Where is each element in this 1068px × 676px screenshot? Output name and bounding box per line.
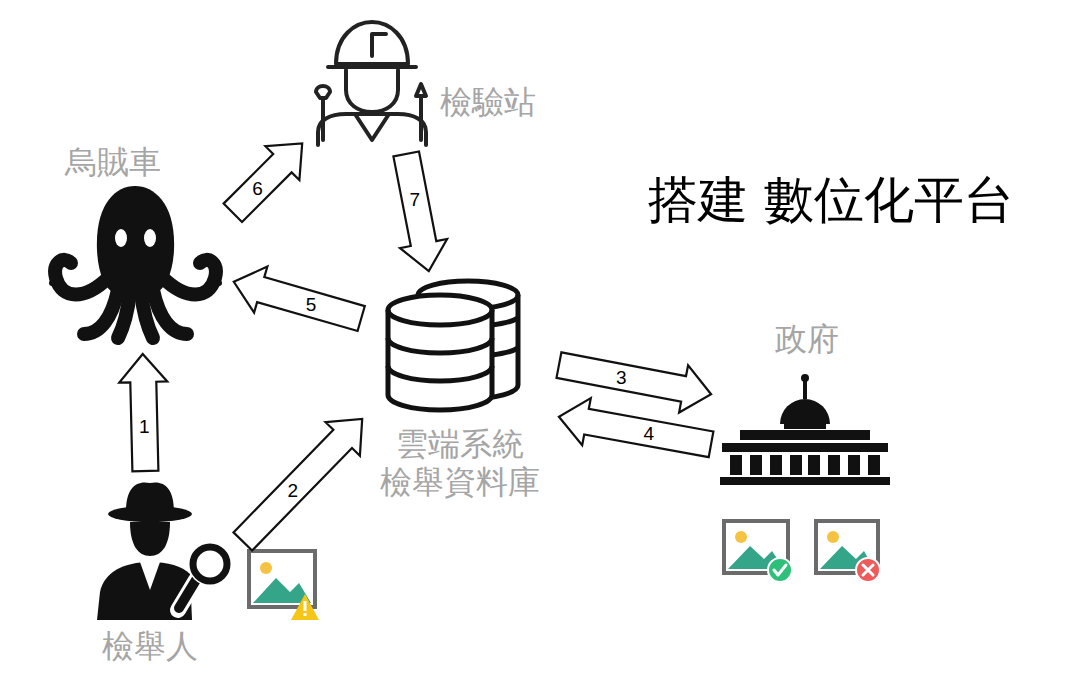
reporter-node: 檢舉人 [90,475,240,673]
node-label: 烏賊車 [65,143,161,181]
government-icon [720,374,890,485]
block-arrow [234,419,363,551]
block-arrow [224,143,303,222]
block-arrow [119,354,167,471]
database-icon [388,281,518,410]
callout-number: 2 [285,481,300,500]
node-label: 檢舉人 [102,627,198,665]
government-node: 政府 [715,315,895,490]
node-label: 檢驗站 [440,83,536,121]
database-node: 雲端系統 檢舉資料庫 [365,275,555,510]
callout-number: 3 [614,368,629,387]
worker-icon [316,22,426,145]
callout-number: 6 [250,178,265,197]
octopus-icon [49,186,222,338]
callout-number: 4 [641,424,656,443]
station-node: 檢驗站 [305,15,550,150]
block-arrow [393,152,447,272]
diagram-title: 搭建 數位化平台 [648,170,1014,230]
node-label: 雲端系統 檢舉資料庫 [370,425,550,502]
callout-number: 7 [408,189,423,208]
photo-approved-icon [724,521,792,582]
photo-warning-icon [249,551,319,620]
block-arrow [559,398,714,457]
photo-rejected-icon [816,521,880,582]
vehicle-node: 烏賊車 [40,140,230,350]
detective-icon [97,482,232,620]
block-arrow [234,267,365,332]
callout-number: 1 [137,417,152,436]
node-label: 政府 [775,320,839,358]
callout-number: 5 [304,295,319,314]
